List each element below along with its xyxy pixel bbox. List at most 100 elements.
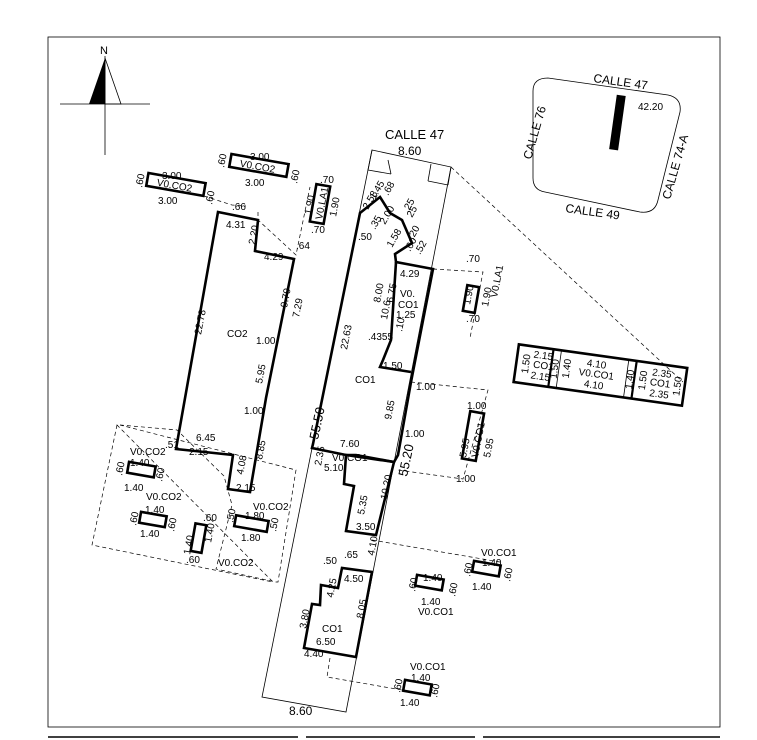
dim-10-20: 10.20 <box>379 473 395 500</box>
window-vo-co2-a: V0.CO2 1.40 1.40 .60 .60 <box>114 447 168 494</box>
svg-text:.60: .60 <box>447 581 461 597</box>
sheet-frame <box>47 36 721 728</box>
dim-1-25: 1.25 <box>396 310 416 321</box>
dim-9-79: 9.79 <box>279 287 294 309</box>
window-vo-co1-c: V0.CO1 1.40 1.40 .60 .60 <box>392 662 446 709</box>
room-co2-label: CO2 <box>227 329 248 340</box>
dim-4-29a: 4.29 <box>264 252 284 263</box>
svg-text:5.95: 5.95 <box>458 437 473 459</box>
svg-text:1.40: 1.40 <box>400 698 420 709</box>
detail-left-d: 2.15 <box>530 370 551 384</box>
window-vo-la1-right: V0.LA1 1.90 1.90 .70 .70 <box>461 254 506 325</box>
svg-text:1.90: 1.90 <box>462 284 477 306</box>
svg-text:.50: .50 <box>268 516 282 532</box>
svg-text:.60: .60 <box>462 561 476 577</box>
svg-text:.60: .60 <box>154 466 168 482</box>
svg-text:1.80: 1.80 <box>241 533 261 544</box>
dim-7-60: 7.60 <box>340 439 360 450</box>
svg-text:.60: .60 <box>128 510 142 526</box>
svg-text:1.40: 1.40 <box>130 458 150 469</box>
dim-4-31: 4.31 <box>226 220 246 231</box>
dim-9-85: 9.85 <box>383 399 398 421</box>
dim-2-35: 2.35 <box>313 445 328 467</box>
dim-0-10: .10 <box>394 316 408 332</box>
svg-text:1.40: 1.40 <box>145 505 165 516</box>
dim-2-15a: 2.15 <box>236 483 256 494</box>
svg-text:V0.CO2: V0.CO2 <box>130 447 166 458</box>
svg-text:.70: .70 <box>311 225 325 236</box>
window-vo-co2-left: V0.CO2 3.00 3.00 .60 .60 <box>134 171 218 207</box>
room-co2-outline <box>174 210 296 494</box>
svg-text:.60: .60 <box>203 513 217 524</box>
lot-front-top-dim: 8.60 <box>398 144 422 158</box>
svg-text:3.00: 3.00 <box>250 152 270 163</box>
svg-text:.60: .60 <box>289 168 303 184</box>
window-vo-co1-b: V0.CO1 1.40 1.40 .60 .60 <box>462 548 517 593</box>
dim-1-50a: 1.50 <box>383 361 403 372</box>
dim-0-4355: .4355 <box>368 332 393 343</box>
location-street-calle76: CALLE 76 <box>520 104 549 161</box>
north-arrow-icon: N <box>60 45 150 155</box>
svg-text:.60: .60 <box>502 566 516 582</box>
svg-text:1.00: 1.00 <box>456 474 476 485</box>
lot-front-bottom-dim: 8.60 <box>289 704 313 718</box>
dim-4-29b: 4.29 <box>400 269 420 280</box>
north-label: N <box>100 45 108 57</box>
room-co1-bottom-outline <box>302 566 374 659</box>
svg-text:1.40: 1.40 <box>421 597 441 608</box>
dim-5-95a: 5.95 <box>254 363 269 385</box>
svg-text:3.00: 3.00 <box>162 171 182 182</box>
svg-text:1.40: 1.40 <box>124 483 144 494</box>
svg-text:1.40: 1.40 <box>182 534 197 556</box>
dim-8-85: 8.85 <box>254 439 269 461</box>
svg-text:.70: .70 <box>466 254 480 265</box>
dim-3-50: 3.50 <box>356 522 376 533</box>
dim-a11: 25 <box>405 204 420 220</box>
dim-22-63: 22.63 <box>339 323 355 350</box>
room-co1-top-label: CO1 <box>398 300 419 311</box>
svg-text:1.90: 1.90 <box>328 196 343 218</box>
dim-0-66: .66 <box>232 202 246 213</box>
svg-text:V0.CO1: V0.CO1 <box>410 662 446 673</box>
location-front-dim: 42.20 <box>638 102 663 113</box>
street-label-calle47: CALLE 47 <box>385 127 444 142</box>
dim-22-78: 22.78 <box>193 308 209 335</box>
dim-1-00d: 1.00 <box>405 429 425 440</box>
dim-a1: .50 <box>358 232 372 243</box>
location-street-calle47: CALLE 47 <box>593 71 649 93</box>
dim-0-51: .51 <box>165 440 179 451</box>
svg-text:.60: .60 <box>134 172 148 188</box>
dim-5-10: 5.10 <box>324 463 344 474</box>
dim-4-10: 4.10 <box>366 535 381 557</box>
dim-0-65: .65 <box>344 550 358 561</box>
dim-10-6: 10.6 <box>379 299 394 321</box>
dim-0-64: .64 <box>296 241 310 252</box>
window-vo-co2-top: V0.CO2 3.00 3.00 .60 .60 <box>216 152 303 189</box>
detail-right-e: 1.50 <box>671 375 685 396</box>
detail-left-a: 1.50 <box>520 353 534 374</box>
svg-text:3.00: 3.00 <box>245 178 265 189</box>
room-co1-bottom-label: CO1 <box>322 624 343 635</box>
svg-text:1.40: 1.40 <box>140 529 160 540</box>
detail-section: 1.50 2.15 CO1 2.15 1.50 1.40 4.10 V0.CO1… <box>512 342 689 408</box>
svg-text:5.95: 5.95 <box>482 437 497 459</box>
svg-text:1.90: 1.90 <box>303 194 318 216</box>
svg-text:.60: .60 <box>392 677 406 693</box>
location-street-calle49: CALLE 49 <box>565 201 621 223</box>
room-v0-label: V0. <box>400 289 415 300</box>
svg-text:.60: .60 <box>166 516 180 532</box>
detail-mid-c: V0.CO1 <box>578 367 615 383</box>
dim-4-25: 4.25 <box>325 577 340 599</box>
svg-text:1.40: 1.40 <box>472 582 492 593</box>
svg-text:V0.CO2: V0.CO2 <box>146 492 182 503</box>
dim-a8: 1.58 <box>385 227 404 250</box>
dim-4-50: 4.50 <box>344 574 364 585</box>
room-co1-label: CO1 <box>355 375 376 386</box>
svg-text:.70: .70 <box>320 175 334 186</box>
svg-text:1.40: 1.40 <box>482 558 502 569</box>
location-street-calle74a: CALLE 74-A <box>659 133 691 201</box>
detail-mid-a: 1.40 <box>561 358 575 379</box>
svg-text:V0.CO2: V0.CO2 <box>253 502 289 513</box>
dim-6-50: 6.50 <box>316 637 336 648</box>
